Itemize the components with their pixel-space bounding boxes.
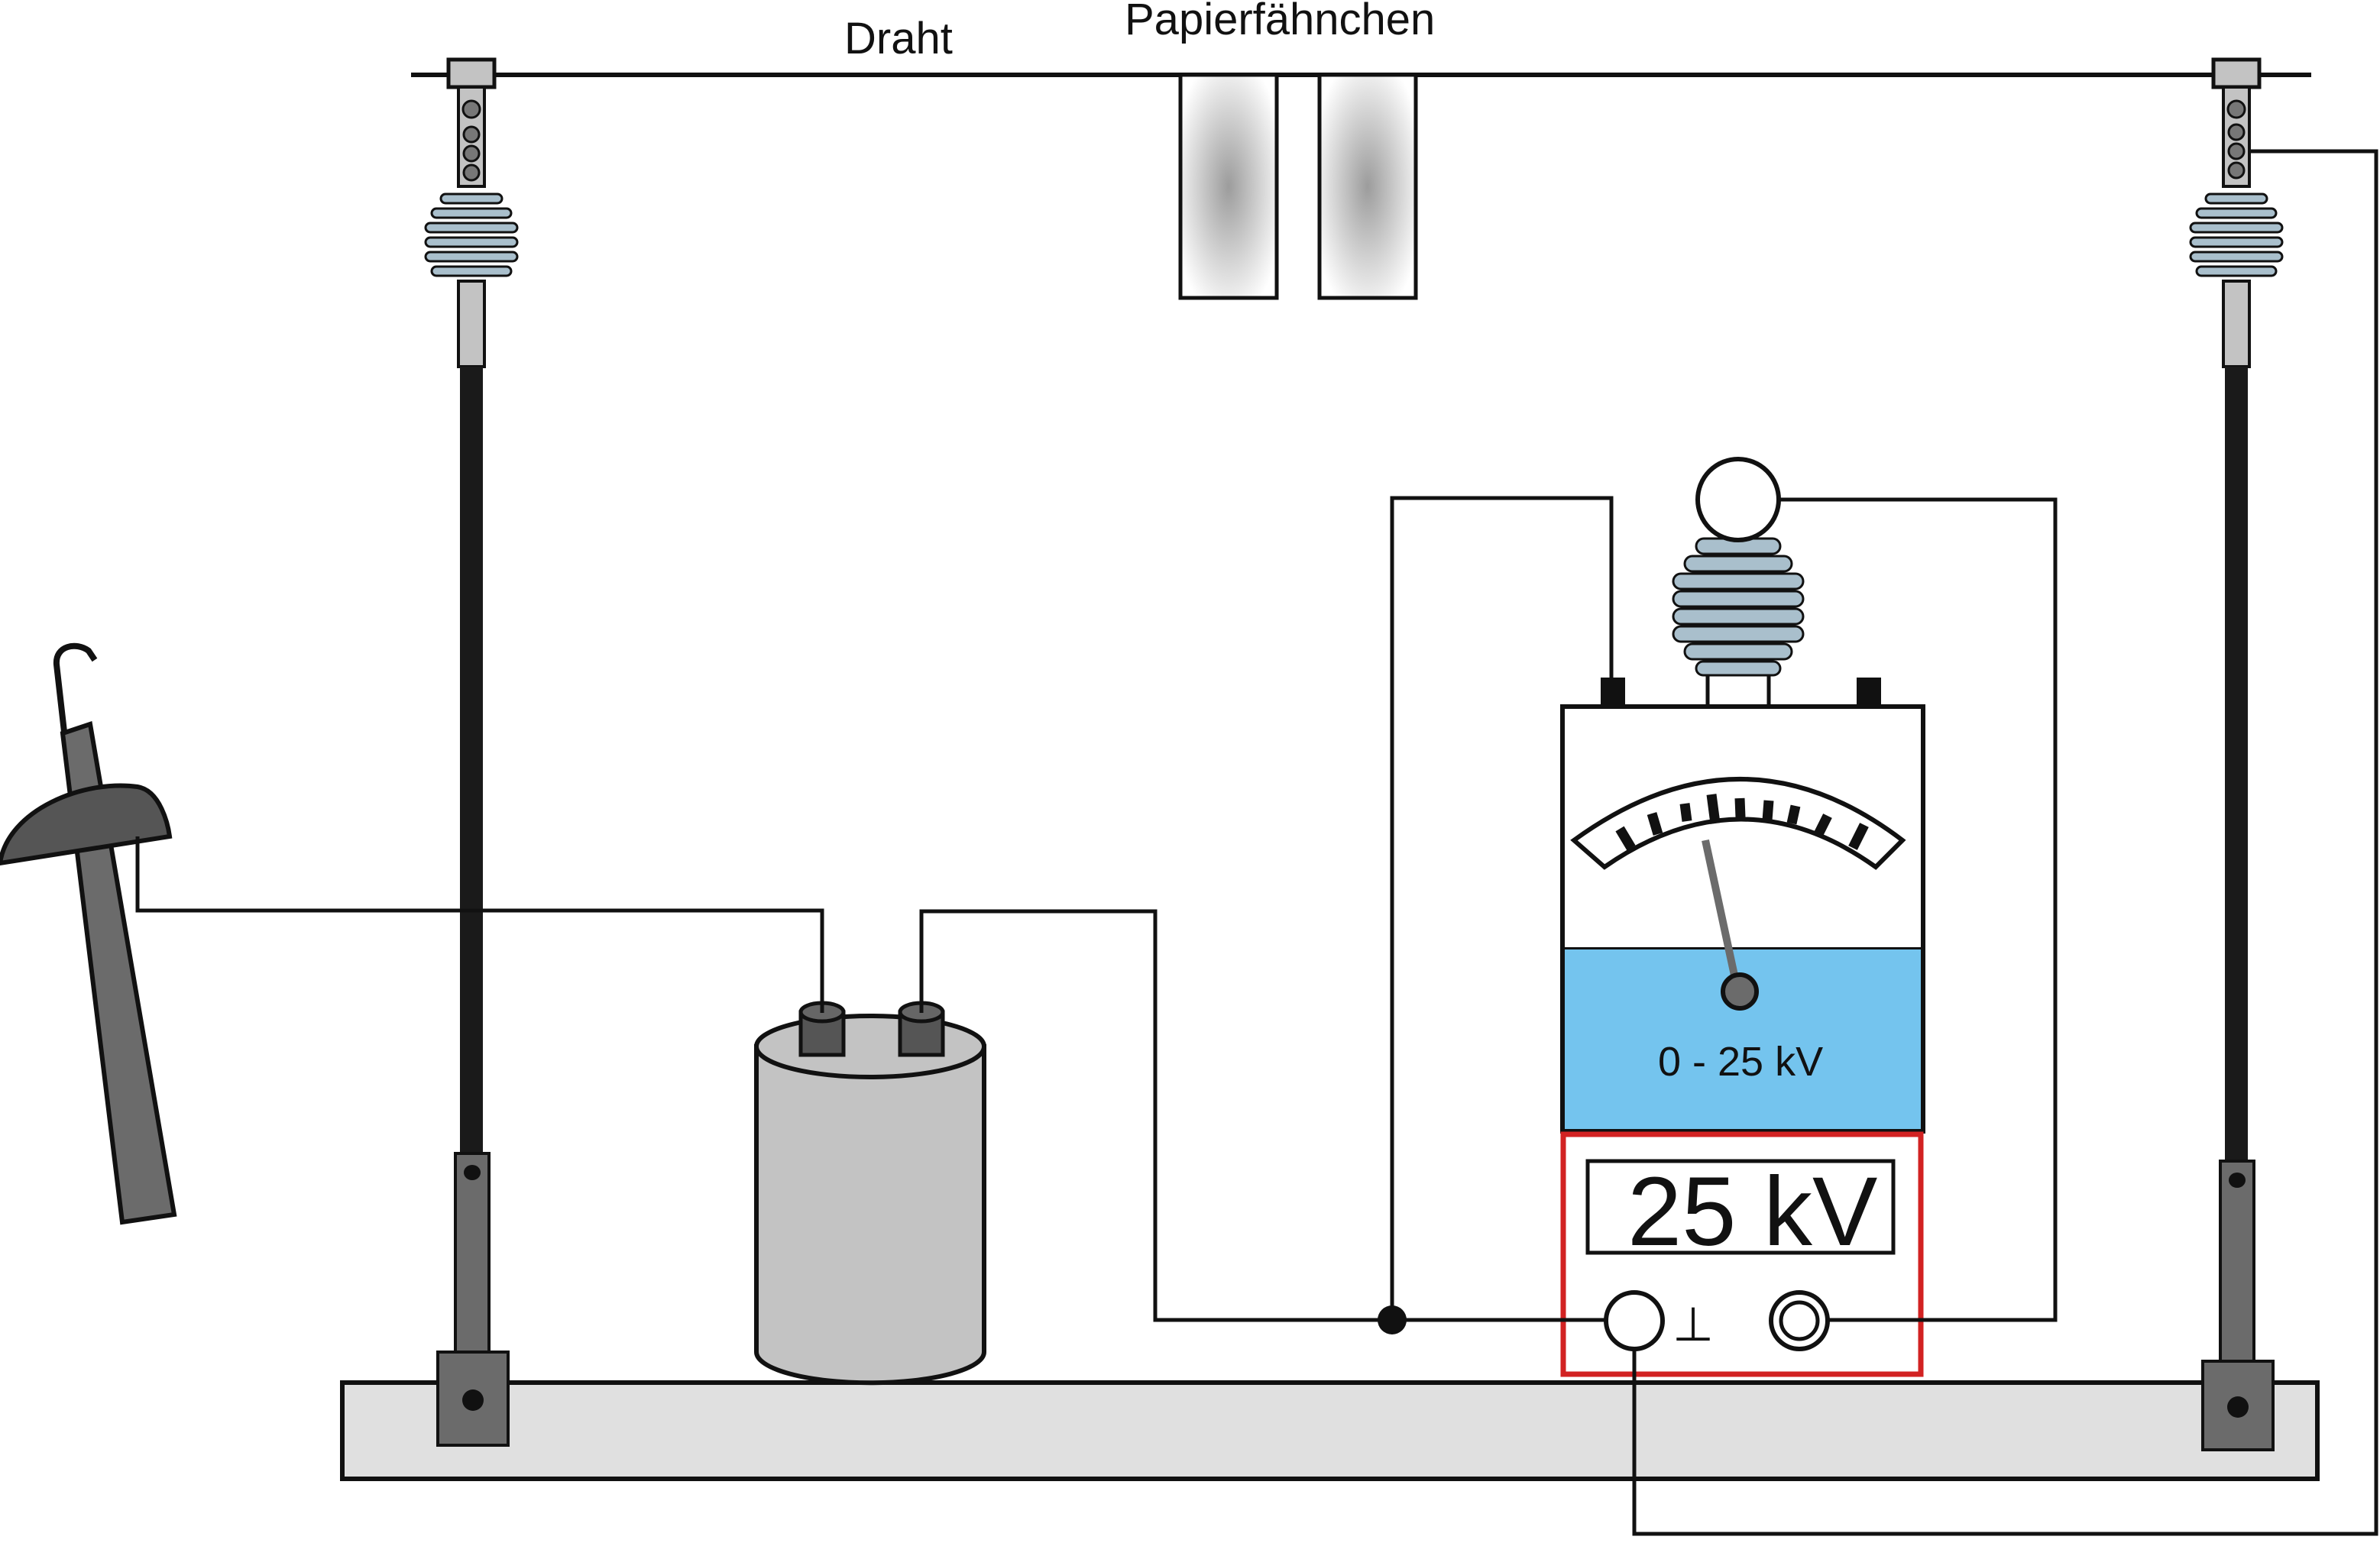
meter-range-label: 0 - 25 kV xyxy=(1658,1039,1823,1085)
high-voltage-meter: 0 - 25 kV 25 kV ⊥ xyxy=(1560,457,1925,1377)
wire-label: Draht xyxy=(844,14,953,63)
meter-scale-arc xyxy=(1570,777,1906,870)
ground-symbol: ⊥ xyxy=(1672,1299,1714,1351)
base-plate xyxy=(340,1380,2320,1481)
capacitor xyxy=(754,1001,986,1386)
paper-flag-left xyxy=(1178,73,1279,300)
paper-flags xyxy=(1178,73,1418,300)
voltage-display-value: 25 kV xyxy=(1627,1157,1877,1266)
meter-sphere-terminal xyxy=(1695,457,1781,542)
wire-junction xyxy=(1378,1305,1407,1334)
connecting-wires xyxy=(135,149,2378,1536)
electrode-probe xyxy=(0,642,177,1225)
meter-needle xyxy=(1702,839,1742,995)
meter-scale-ticks xyxy=(1615,794,1869,851)
ground-socket xyxy=(1604,1290,1665,1351)
right-insulator-post xyxy=(2189,57,2284,1451)
paper-flags-label: Papierfähnchen xyxy=(1125,0,1435,44)
meter-needle-pivot xyxy=(1721,972,1759,1011)
paper-flag-right xyxy=(1317,73,1418,300)
voltage-display xyxy=(1585,1159,1896,1255)
left-insulator-post xyxy=(424,57,519,1447)
